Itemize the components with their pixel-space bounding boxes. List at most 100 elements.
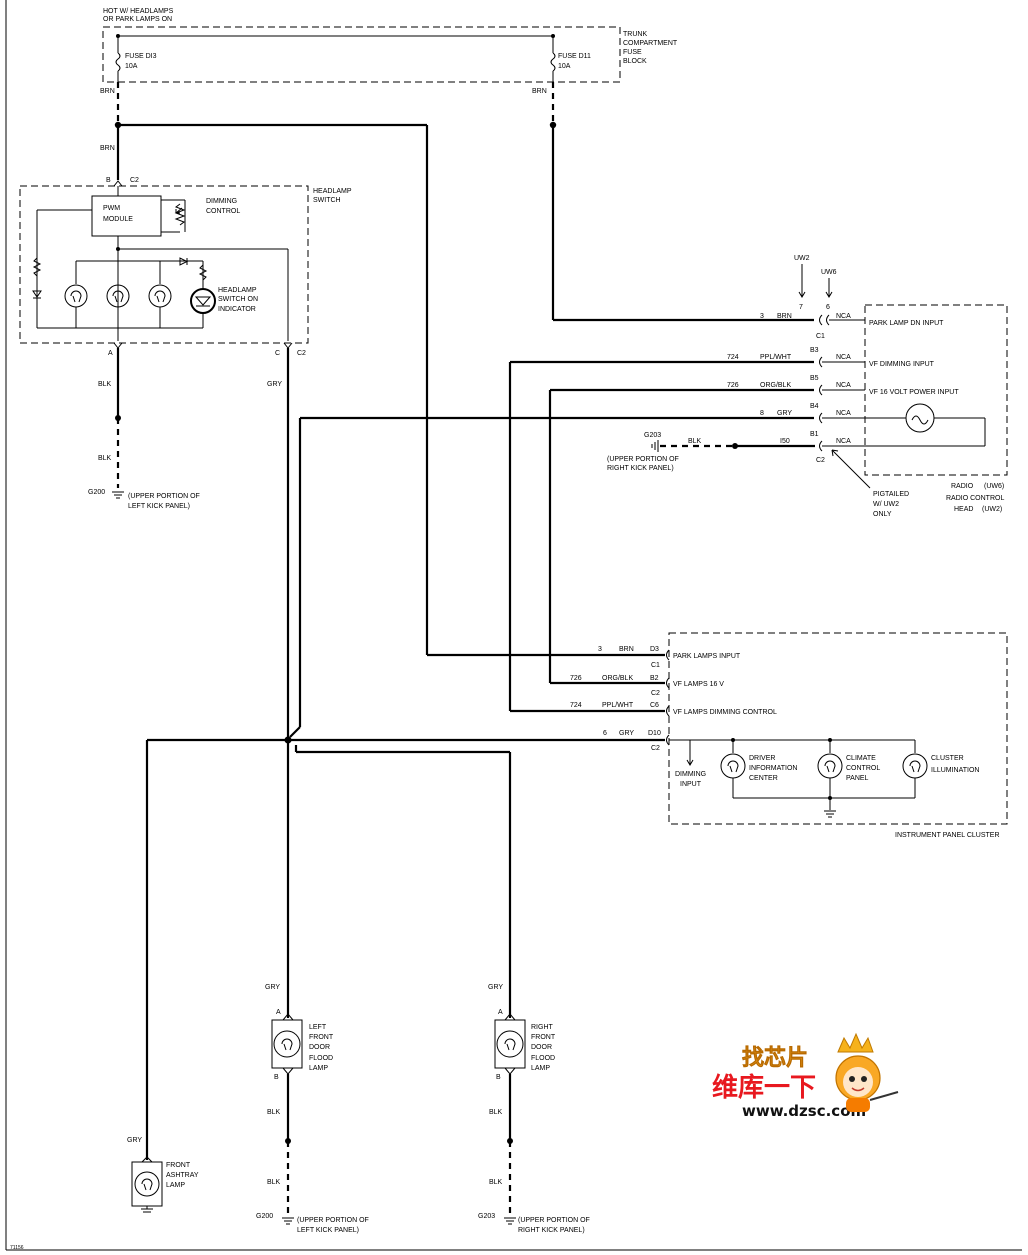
radio-wire-brn: BRN — [777, 313, 792, 320]
dimming-control-rheostat — [161, 199, 186, 233]
cluster-c1-label: C1 — [651, 662, 660, 669]
radio-pin-b4: B4 — [810, 403, 819, 410]
radio-nca-3: NCA — [836, 382, 851, 389]
ground-g200-lower-loc-1: (UPPER PORTION OF — [297, 1217, 369, 1224]
lf-wire-blk-2: BLK — [267, 1179, 281, 1186]
cluster-bulb-illum — [902, 740, 928, 798]
ground-g200-symbol — [112, 491, 124, 499]
ash-lamp-housing — [131, 1161, 163, 1207]
rf-label-2: FRONT — [531, 1034, 556, 1041]
mascot-icon — [835, 1032, 899, 1112]
radio-input-2: VF DIMMING INPUT — [869, 361, 935, 368]
ground-g203-radio-symbol — [651, 440, 659, 452]
wire-brn-label-2: BRN — [532, 88, 547, 95]
radio-pin7: 7 — [799, 304, 803, 311]
switch-pin-a: A — [108, 350, 113, 357]
indicator-label-2: SWITCH ON — [218, 296, 258, 303]
radio-nca-1: NCA — [836, 313, 851, 320]
lf-pin-b: B — [274, 1074, 279, 1081]
pwm-label-2: MODULE — [103, 216, 133, 223]
fuse-d11-rating: 10A — [558, 63, 571, 70]
dic-label-1: DRIVER — [749, 755, 775, 762]
radio-uw2-label: UW2 — [794, 255, 810, 262]
ground-g200-loc-2: LEFT KICK PANEL) — [128, 503, 190, 510]
cluster-wire-pplwht: PPL/WHT — [602, 702, 634, 709]
cluster-circuit-3: 3 — [598, 646, 602, 653]
cluster-bulb-ccp — [817, 740, 843, 810]
switch-indicator-led — [190, 288, 216, 328]
ground-g200-loc-1: (UPPER PORTION OF — [128, 493, 200, 500]
ground-g200-lower-id: G200 — [256, 1213, 273, 1220]
ground-g203-lower-id: G203 — [478, 1213, 495, 1220]
radio-uw6-label: UW6 — [821, 269, 837, 276]
lf-label-3: DOOR — [309, 1044, 330, 1051]
ash-lamp-bulb — [134, 1171, 160, 1197]
ground-g200-lower-symbol — [282, 1217, 294, 1225]
switch-diode — [32, 290, 42, 299]
dic-label-2: INFORMATION — [749, 765, 797, 772]
fuse-block-label-2: COMPARTMENT — [623, 40, 678, 47]
pigtail-note-2: W/ UW2 — [873, 501, 899, 508]
wire-brn-label-1: BRN — [100, 88, 115, 95]
rf-lamp-bulb — [496, 1030, 524, 1058]
rf-wire-blk-2: BLK — [489, 1179, 503, 1186]
connector-pin-a — [113, 342, 123, 349]
fuse-block-label-3: FUSE — [623, 49, 642, 56]
rf-lamp-housing — [494, 1019, 526, 1069]
watermark-line-1: 找芯片 — [742, 1046, 808, 1071]
illum-label-2: ILLUMINATION — [931, 767, 980, 774]
watermark-url: www.dzsc.com — [742, 1102, 866, 1120]
radio-circuit-8: 8 — [760, 410, 764, 417]
ground-g203-lower-symbol — [504, 1217, 516, 1225]
wire-blk-label-2: BLK — [98, 455, 112, 462]
cluster-pin-b2: B2 — [650, 675, 659, 682]
radio-pin-b3: B3 — [810, 347, 819, 354]
ash-label-3: LAMP — [166, 1182, 185, 1189]
fuse-d13-symbol — [115, 36, 121, 82]
radio-label-1b: (UW6) — [984, 483, 1004, 490]
lf-label-1: LEFT — [309, 1024, 327, 1031]
cluster-pin-d3: D3 — [650, 646, 659, 653]
lf-pin-a: A — [276, 1009, 281, 1016]
rf-wire-gry: GRY — [488, 984, 503, 991]
pwm-module — [91, 195, 162, 237]
radio-c1-label: C1 — [816, 333, 825, 340]
switch-title-1: HEADLAMP — [313, 188, 352, 195]
radio-label-3b: (UW2) — [982, 506, 1002, 513]
cluster-wire-orgblk: ORG/BLK — [602, 675, 633, 682]
switch-bulb-1 — [64, 261, 88, 328]
radio-pin-b5: B5 — [810, 375, 819, 382]
fuse-d11-symbol — [550, 36, 556, 82]
rf-label-1: RIGHT — [531, 1024, 554, 1031]
fuse-d13-rating: 10A — [125, 63, 138, 70]
rf-wire-blk: BLK — [489, 1109, 503, 1116]
rf-label-3: DOOR — [531, 1044, 552, 1051]
radio-pin-b1: B1 — [810, 431, 819, 438]
ccp-label-3: PANEL — [846, 775, 869, 782]
cluster-wire-brn: BRN — [619, 646, 634, 653]
ash-label-1: FRONT — [166, 1162, 191, 1169]
radio-nca-4: NCA — [836, 410, 851, 417]
cluster-dimming-label-2: INPUT — [680, 781, 702, 788]
switch-bulb-2 — [106, 284, 130, 308]
ground-g203-lower-loc-1: (UPPER PORTION OF — [518, 1217, 590, 1224]
radio-connector-c1 — [819, 314, 830, 326]
cluster-ground-symbol — [824, 810, 836, 818]
cluster-title: INSTRUMENT PANEL CLUSTER — [895, 832, 1000, 839]
lf-label-5: LAMP — [309, 1065, 328, 1072]
ash-wire-gry: GRY — [127, 1137, 142, 1144]
radio-circuit-726: 726 — [727, 382, 739, 389]
radio-wire-gry: GRY — [777, 410, 792, 417]
radio-input-1: PARK LAMP DN INPUT — [869, 320, 944, 327]
lf-label-4: FLOOD — [309, 1055, 333, 1062]
dimming-control-label-1: DIMMING — [206, 198, 237, 205]
rf-label-5: LAMP — [531, 1065, 550, 1072]
switch-pin-b: B — [106, 177, 111, 184]
ground-g203-radio-id: G203 — [644, 432, 661, 439]
radio-label-2: RADIO CONTROL — [946, 495, 1004, 502]
hot-label-1: HOT W/ HEADLAMPS — [103, 8, 174, 15]
wire-blk-label-1: BLK — [98, 381, 112, 388]
cluster-pin-d10: D10 — [648, 730, 661, 737]
lf-lamp-housing — [271, 1019, 303, 1069]
fuse-d11-label: FUSE D11 — [558, 53, 591, 60]
